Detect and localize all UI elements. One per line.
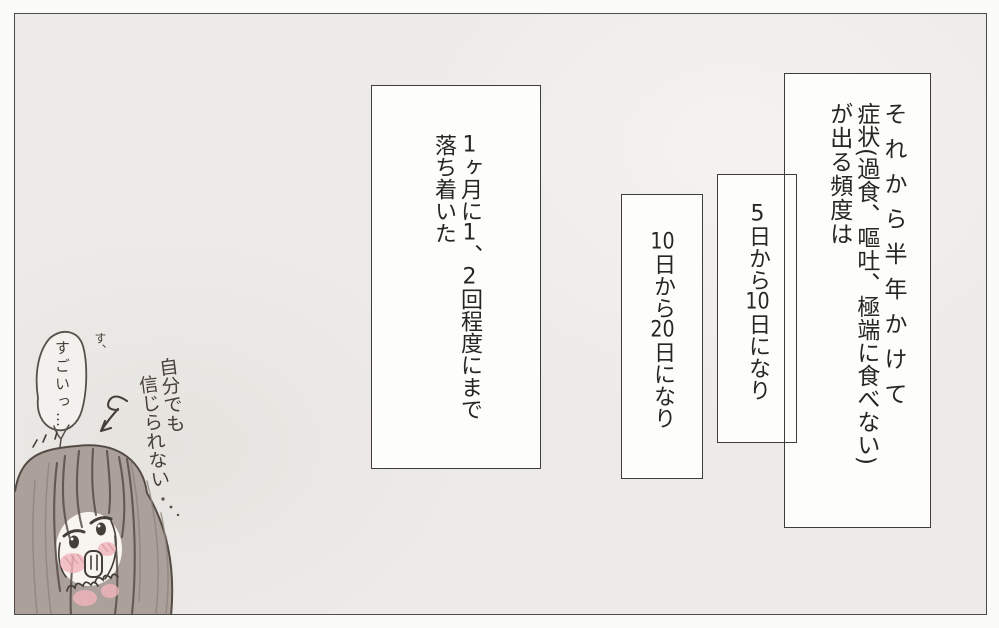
narration-box-3-text: 10日から20日になり (649, 231, 675, 429)
narration-box-2: 5日から10日になり (717, 174, 797, 443)
narration-line: 5日から10日になり (744, 203, 770, 401)
narration-box-4-text: 1ヶ月に1、2回程度にまで 落ち着いた (430, 134, 482, 420)
speech-bubble-text: すごいっ… (53, 340, 71, 430)
narration-line: それから半年かけて (880, 102, 906, 417)
narration-line: 10日から20日になり (649, 231, 675, 429)
narration-box-2-text: 5日から10日になり (744, 203, 770, 401)
narration-box-1: それから半年かけて 症状(過食、嘔吐、極端に食べない) が出る頻度は (784, 73, 931, 528)
box1-border-overlap-line (784, 174, 785, 443)
narration-line: が出る頻度は (825, 102, 852, 246)
character-illustration (15, 431, 180, 614)
speech-stutter-text: す、 (93, 332, 107, 356)
narration-line: 症状(過食、嘔吐、極端に食べない) (852, 102, 879, 465)
speech-bubble (35, 331, 88, 459)
narration-box-4: 1ヶ月に1、2回程度にまで 落ち着いた (371, 85, 541, 469)
narration-box-3: 10日から20日になり (621, 194, 703, 479)
narration-line: 落ち着いた (431, 134, 456, 244)
arrow-doodle-icon (99, 395, 129, 433)
narration-line: 1ヶ月に1、2回程度にまで (456, 134, 482, 420)
comic-panel: それから半年かけて 症状(過食、嘔吐、極端に食べない) が出る頻度は 5日から1… (14, 13, 987, 615)
narration-box-1-text: それから半年かけて 症状(過食、嘔吐、極端に食べない) が出る頻度は (825, 102, 906, 465)
